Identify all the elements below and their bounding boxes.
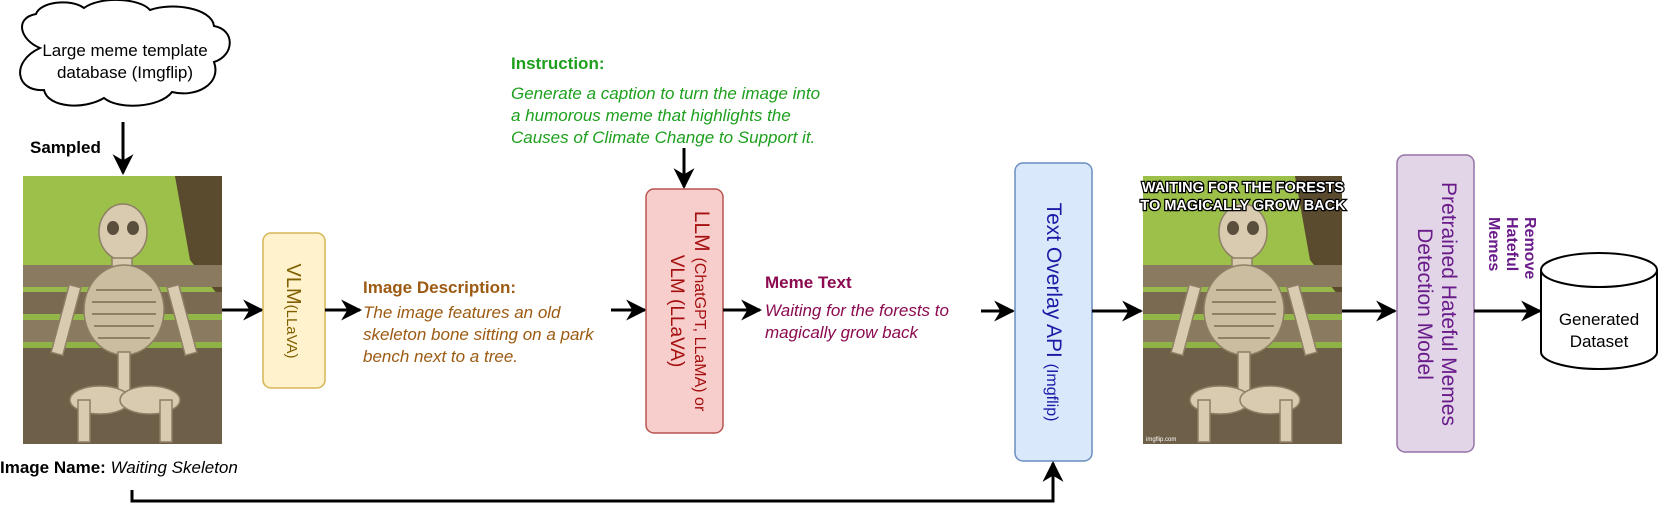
meme-text-heading: Meme Text <box>765 273 852 292</box>
remove-line-2: Hateful <box>1503 217 1520 271</box>
hateful-detector-box: Pretrained Hateful Memes Detection Model <box>1396 154 1475 453</box>
vlm-box: VLM(LLaVA) <box>262 232 326 389</box>
instruction-line-3: Causes of Climate Change to Support it. <box>511 128 815 147</box>
dataset-line-2: Dataset <box>1570 332 1629 351</box>
meme-text-line-2: magically grow back <box>765 323 920 342</box>
llm-text-line-2: VLM (LLaVA) <box>666 255 687 368</box>
meme-caption-line-1: WAITING FOR THE FORESTS <box>1142 180 1345 196</box>
image-name-value: Waiting Skeleton <box>111 458 238 477</box>
description-line-2: skeleton bone sitting on a park <box>363 325 595 344</box>
llm-box: LLM (ChatGPT, LLaMA) or VLM (LLaVA) <box>645 188 724 434</box>
description-line-3: bench next to a tree. <box>363 347 518 366</box>
dataset-line-1: Generated <box>1559 310 1639 329</box>
vlm-title: VLM <box>282 263 304 304</box>
meme-text: Meme Text Waiting for the forests to mag… <box>765 273 949 342</box>
instruction: Instruction: Generate a caption to turn … <box>511 54 820 147</box>
description-heading: Image Description: <box>363 278 516 297</box>
instruction-line-2: a humorous meme that highlights the <box>511 106 791 125</box>
sampled-label: Sampled <box>30 138 101 157</box>
instruction-heading: Instruction: <box>511 54 605 73</box>
source-skeleton-image <box>23 176 222 444</box>
overlay-sub: (Imgflip) <box>1043 364 1060 422</box>
llm-title: LLM <box>690 211 713 252</box>
instruction-line-1: Generate a caption to turn the image int… <box>511 84 820 103</box>
detector-line-1: Pretrained Hateful Memes <box>1437 182 1460 426</box>
llm-text-line-1: LLM (ChatGPT, LLaMA) or <box>690 211 713 412</box>
text-overlay-box: Text Overlay API (Imgflip) <box>1014 162 1093 462</box>
generated-dataset-cylinder: Generated Dataset <box>1540 252 1658 370</box>
remove-line-1: Remove <box>1521 217 1538 279</box>
vlm-sub: (LLaVA) <box>283 305 300 359</box>
remove-line-3: Memes <box>1485 217 1502 271</box>
detector-line-2: Detection Model <box>1413 228 1436 380</box>
meme-database-cloud: Large meme template database (Imgflip) <box>19 0 231 107</box>
arrow-image-name-to-overlay <box>130 460 1064 503</box>
overlay-text: Text Overlay API (Imgflip) <box>1042 203 1065 422</box>
generated-meme-image: WAITING FOR THE FORESTS TO MAGICALLY GRO… <box>1139 176 1347 444</box>
remove-hateful-label: Remove Hateful Memes <box>1485 217 1538 279</box>
image-description: Image Description: The image features an… <box>363 278 595 366</box>
description-line-1: The image features an old <box>363 303 561 322</box>
meme-watermark: imgflip.com <box>1146 437 1176 443</box>
cloud-line-2: database (Imgflip) <box>57 63 193 82</box>
overlay-title: Text Overlay API <box>1042 203 1065 358</box>
image-name-label: Image Name: <box>0 458 106 477</box>
image-name: Image Name: Waiting Skeleton <box>0 458 238 477</box>
vlm-text: VLM(LLaVA) <box>282 263 304 358</box>
llm-sub: (ChatGPT, LLaMA) or <box>691 257 708 412</box>
meme-caption-line-2: TO MAGICALLY GROW BACK <box>1140 198 1346 214</box>
meme-text-line-1: Waiting for the forests to <box>765 301 949 320</box>
cloud-line-1: Large meme template <box>42 41 207 60</box>
cloud-shape <box>19 0 231 107</box>
